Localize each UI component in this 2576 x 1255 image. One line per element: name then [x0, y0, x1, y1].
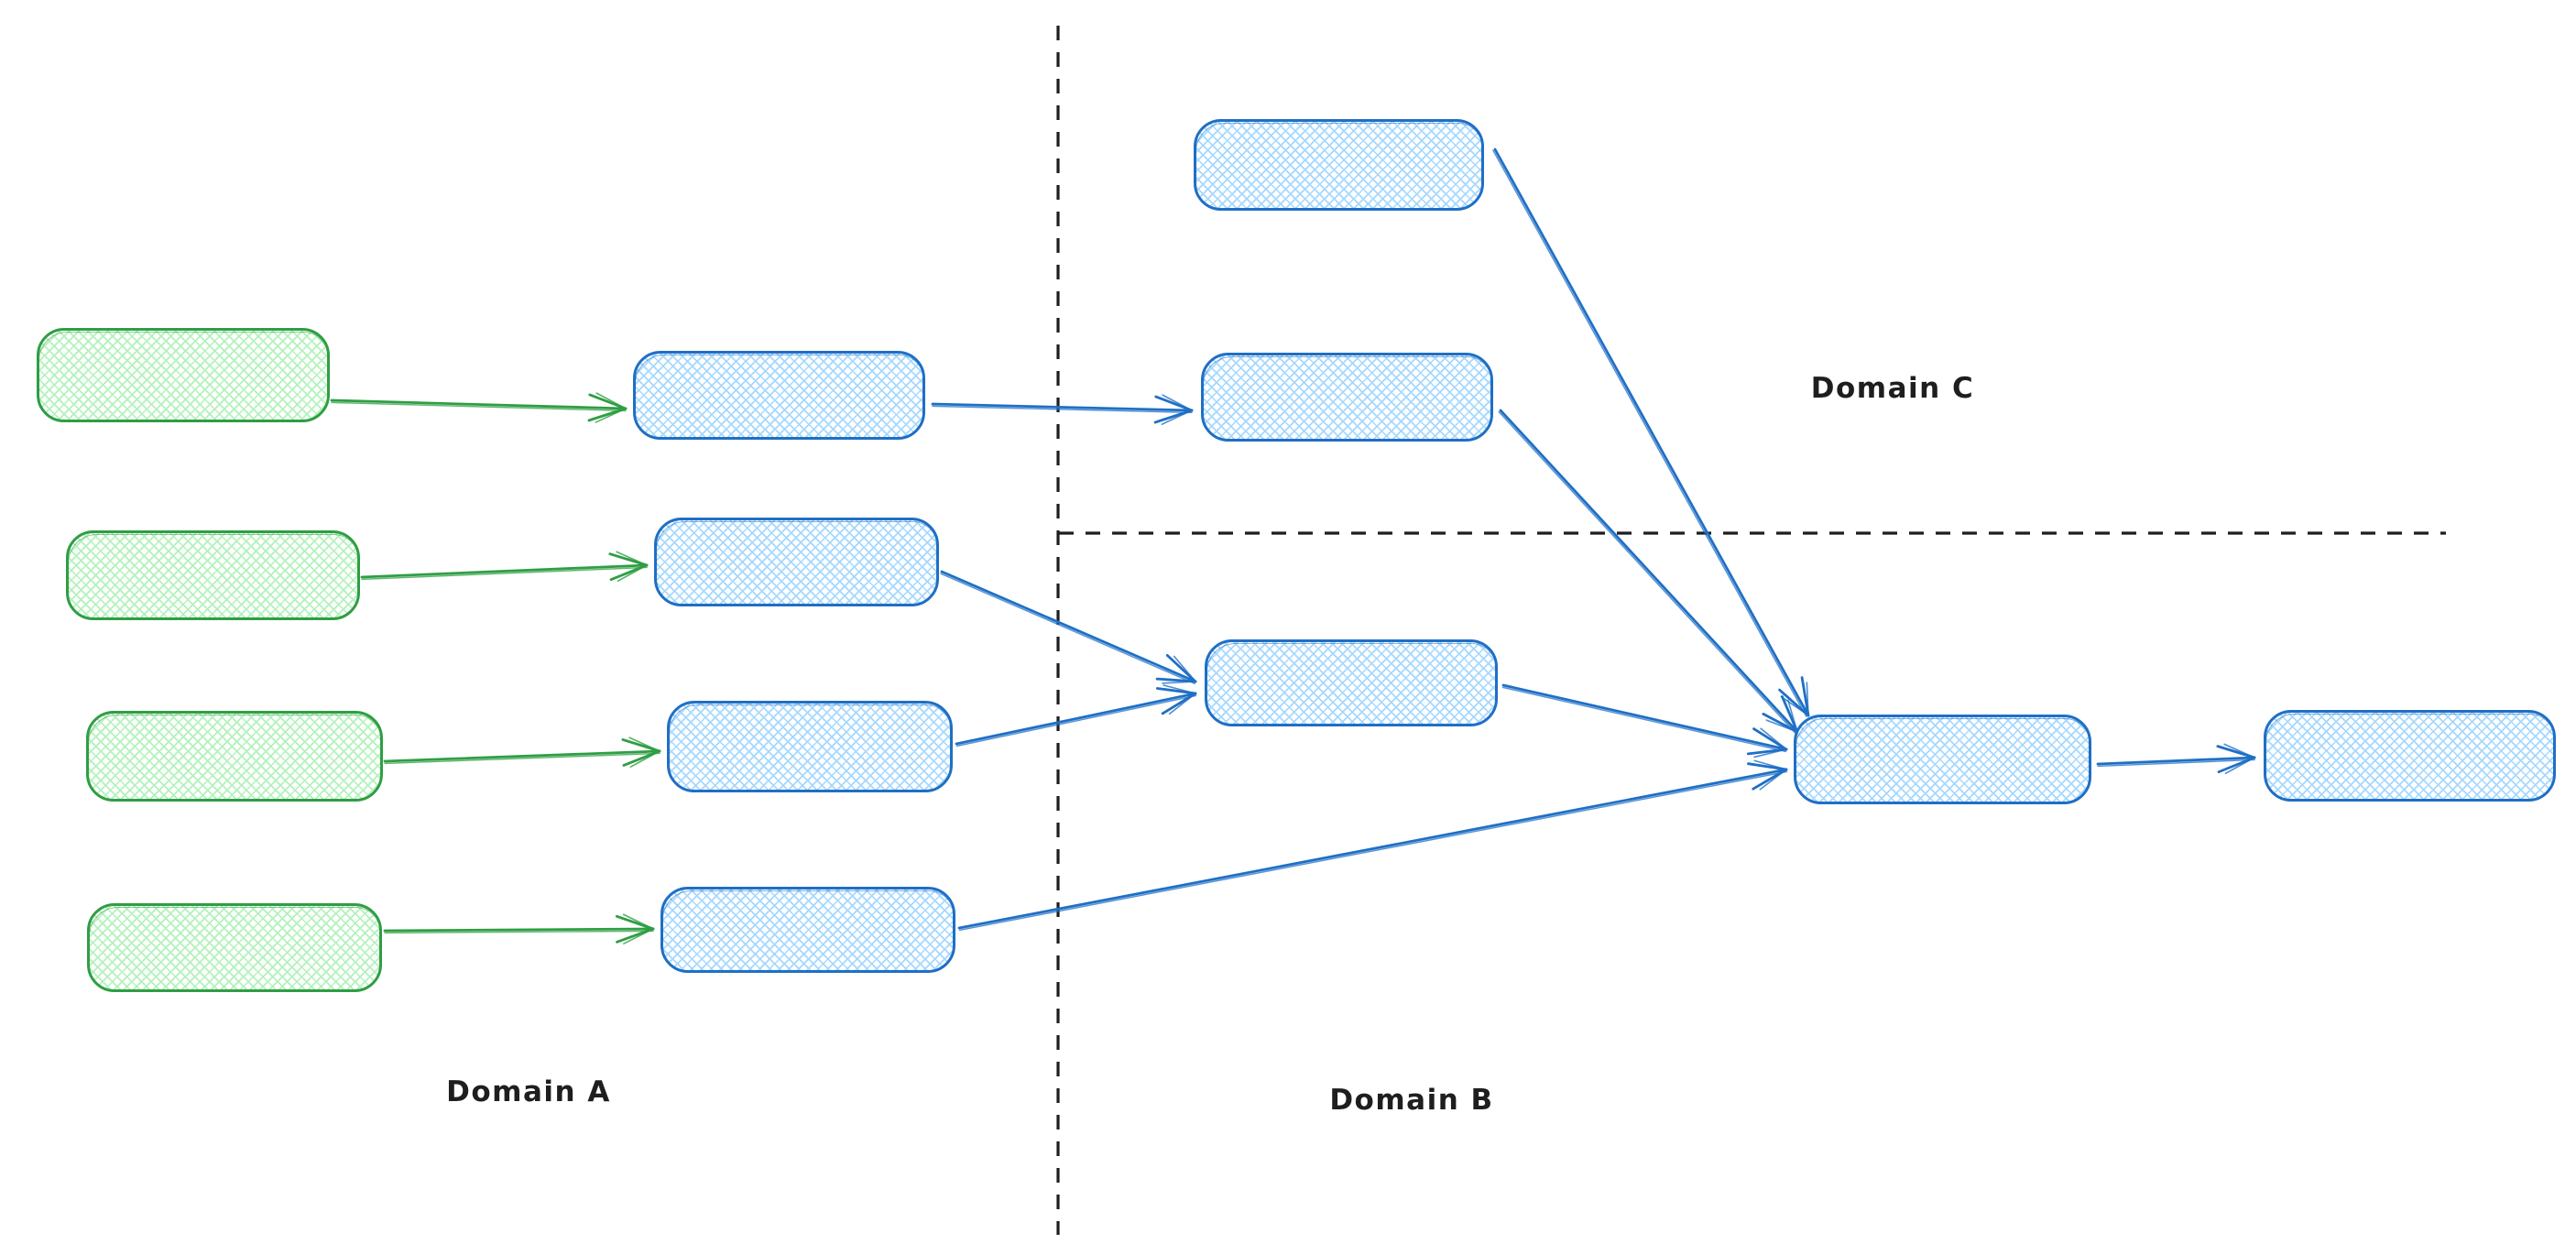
node-blue-b3: [1205, 639, 1498, 726]
node-blue-a4: [660, 887, 955, 973]
node-green-2: [66, 530, 360, 620]
node-blue-a1: [633, 351, 925, 440]
node-green-4: [87, 903, 382, 992]
node-blue-a3: [667, 701, 953, 792]
label-domain-a: Domain A: [446, 1075, 611, 1108]
node-green-1: [37, 328, 330, 422]
label-domain-c: Domain C: [1810, 372, 1975, 405]
node-blue-out: [2264, 710, 2556, 802]
node-green-3: [86, 711, 383, 802]
node-blue-b1: [1194, 119, 1484, 211]
node-blue-a2: [654, 518, 939, 606]
label-domain-b: Domain B: [1329, 1084, 1494, 1117]
node-blue-hub: [1794, 715, 2091, 804]
node-blue-b2: [1201, 353, 1493, 442]
